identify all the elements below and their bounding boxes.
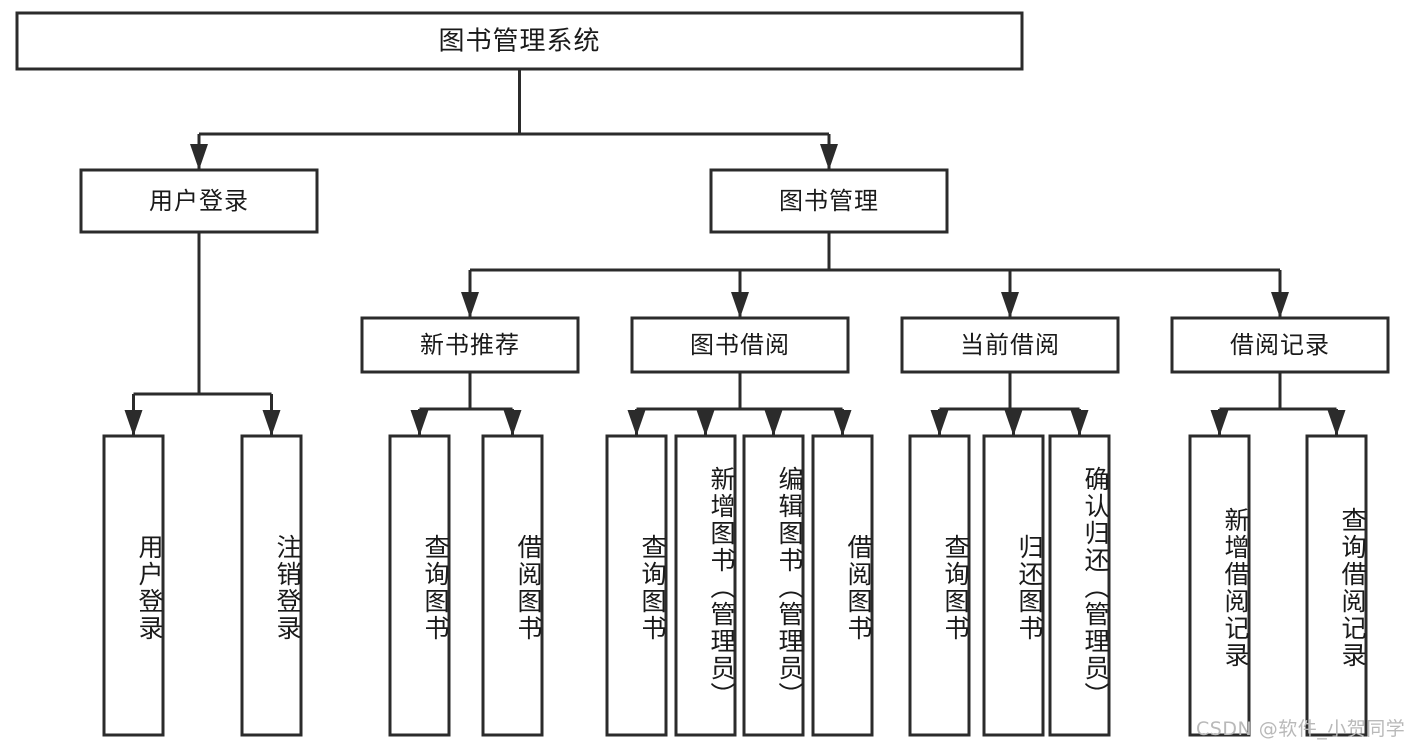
node-leaf-box-11[interactable] [1188, 434, 1251, 737]
level3-2-to-leaves-arrowhead-1 [1004, 410, 1023, 436]
user-login-to-leaves-arrowhead-0 [124, 410, 143, 436]
level3-1-to-leaves-arrowhead-2 [764, 410, 783, 436]
node-level3-box-3[interactable] [1170, 316, 1390, 374]
node-level3-label-1: 图书借阅 [690, 331, 790, 359]
node-leaf-box-6[interactable] [742, 434, 805, 737]
book-mgmt-to-level3-arrowhead-3 [1271, 292, 1289, 318]
node-leaf-box-2[interactable] [388, 434, 451, 737]
level3-2-to-leaves-arrowhead-0 [930, 410, 949, 436]
book-mgmt-to-level3-arrowhead-0 [461, 292, 479, 318]
level3-1-to-leaves-arrowhead-0 [627, 410, 646, 436]
box-layer [15, 11, 1390, 737]
node-leaf-box-1[interactable] [240, 434, 303, 737]
level3-1-to-leaves-arrowhead-3 [833, 410, 852, 436]
node-level2-box-1[interactable] [709, 168, 949, 234]
root-to-level2-arrowhead-0 [190, 144, 208, 170]
node-level3-box-1[interactable] [630, 316, 850, 374]
level3-3-to-leaves-arrowhead-0 [1210, 410, 1229, 436]
node-root-box[interactable] [15, 11, 1024, 71]
level3-3-to-leaves-arrowhead-1 [1327, 410, 1346, 436]
node-leaf-box-7[interactable] [811, 434, 874, 737]
user-login-to-leaves-arrowhead-1 [262, 410, 281, 436]
node-root-label: 图书管理系统 [438, 27, 600, 57]
root-to-level2-arrowhead-1 [820, 144, 838, 170]
level3-2-to-leaves-arrowhead-2 [1070, 410, 1089, 436]
node-leaf-box-12[interactable] [1305, 434, 1368, 737]
node-level2-box-0[interactable] [79, 168, 319, 234]
node-leaf-box-4[interactable] [605, 434, 668, 737]
node-leaf-box-10[interactable] [1048, 434, 1111, 737]
book-mgmt-to-level3-arrowhead-1 [731, 292, 749, 318]
book-mgmt-to-level3-arrowhead-2 [1001, 292, 1019, 318]
node-leaf-box-0[interactable] [102, 434, 165, 737]
level3-1-to-leaves-arrowhead-1 [696, 410, 715, 436]
level3-0-to-leaves-arrowhead-0 [410, 410, 429, 436]
node-level3-label-3: 借阅记录 [1230, 331, 1330, 359]
level3-0-to-leaves-arrowhead-1 [503, 410, 522, 436]
node-level3-label-2: 当前借阅 [960, 331, 1060, 359]
node-leaf-box-3[interactable] [481, 434, 544, 737]
node-leaf-box-9[interactable] [982, 434, 1045, 737]
watermark-text: CSDN @软件_小贺同学 [1196, 718, 1405, 740]
node-level2-label-1: 图书管理 [779, 187, 879, 215]
node-leaf-box-5[interactable] [674, 434, 737, 737]
connector-layer [124, 69, 1346, 436]
node-level2-label-0: 用户登录 [149, 187, 249, 215]
node-level3-box-0[interactable] [360, 316, 580, 374]
node-level3-box-2[interactable] [900, 316, 1120, 374]
node-leaf-box-8[interactable] [908, 434, 971, 737]
node-level3-label-0: 新书推荐 [420, 331, 520, 359]
